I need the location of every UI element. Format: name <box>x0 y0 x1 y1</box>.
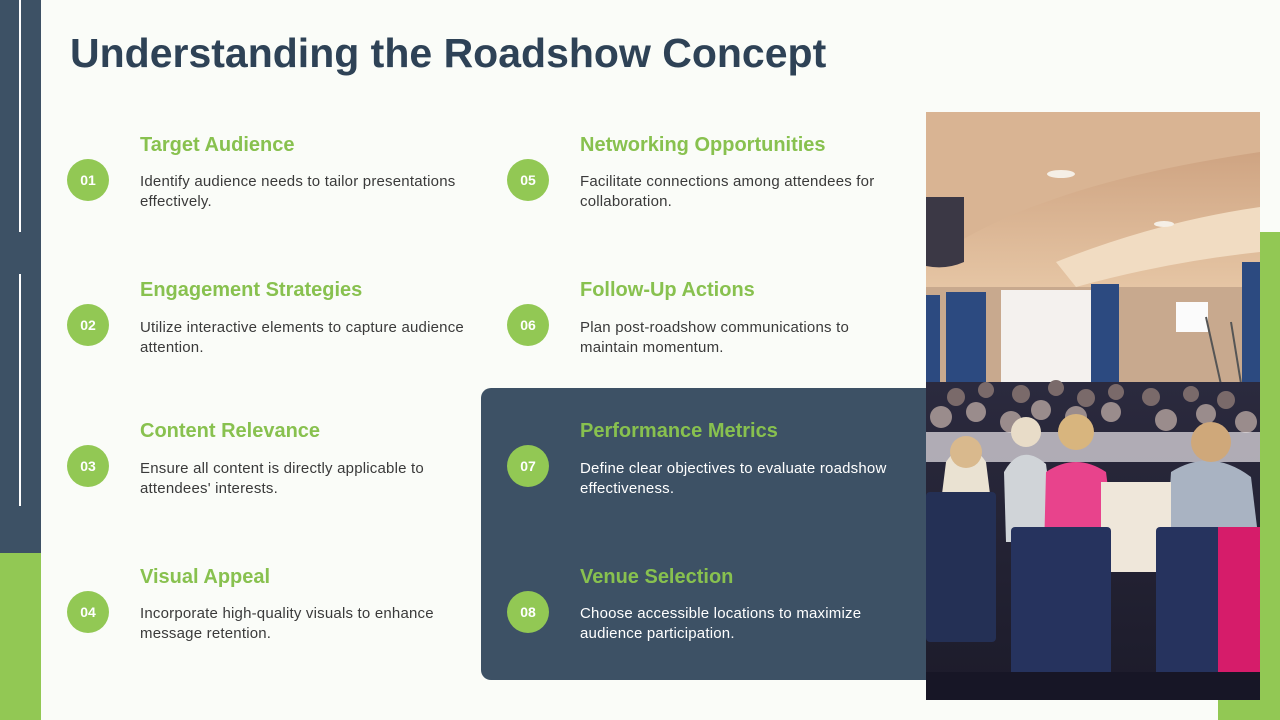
item-heading: Visual Appeal <box>140 566 271 588</box>
item-number-badge: 01 <box>67 159 109 201</box>
sidebar-divider-line <box>19 0 21 232</box>
item-heading: Follow-Up Actions <box>580 279 755 301</box>
item-heading: Performance Metrics <box>580 420 778 442</box>
item-description: Define clear objectives to evaluate road… <box>580 460 887 497</box>
item-heading: Engagement Strategies <box>140 279 363 301</box>
item-heading: Networking Opportunities <box>580 134 826 156</box>
item-description: Plan post-roadshow communications to mai… <box>580 319 849 356</box>
item-number-badge: 06 <box>507 304 549 346</box>
left-green-accent <box>0 553 41 720</box>
item-description: Facilitate connections among attendees f… <box>580 173 875 210</box>
item-description: Ensure all content is directly applicabl… <box>140 460 424 497</box>
item-number-badge: 04 <box>67 591 109 633</box>
item-number-badge: 05 <box>507 159 549 201</box>
item-description: Choose accessible locations to maximize … <box>580 605 862 642</box>
sidebar-divider-line <box>19 274 21 506</box>
conference-photo <box>926 112 1260 700</box>
slide-title: Understanding the Roadshow Concept <box>70 30 827 76</box>
item-heading: Content Relevance <box>140 420 321 442</box>
item-number-badge: 02 <box>67 304 109 346</box>
item-description: Identify audience needs to tailor presen… <box>140 173 456 210</box>
item-heading: Target Audience <box>140 134 295 156</box>
highlight-panel <box>481 388 941 680</box>
item-heading: Venue Selection <box>580 566 734 588</box>
item-number-badge: 03 <box>67 445 109 487</box>
item-number-badge: 08 <box>507 591 549 633</box>
item-number-badge: 07 <box>507 445 549 487</box>
item-description: Incorporate high-quality visuals to enha… <box>140 605 434 642</box>
item-description: Utilize interactive elements to capture … <box>140 319 464 356</box>
